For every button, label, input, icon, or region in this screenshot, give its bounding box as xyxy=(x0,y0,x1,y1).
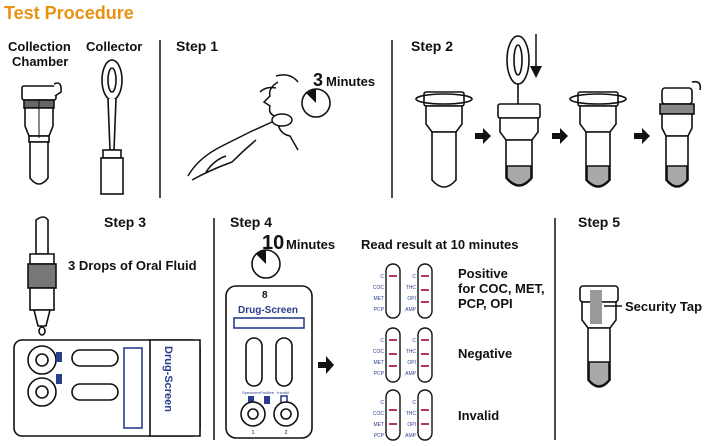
step1-minutes-word: Minutes xyxy=(326,74,376,89)
strip-label-right: OPI xyxy=(407,360,416,366)
step4-cassette-brand: Drug-Screen xyxy=(238,305,299,316)
step3-drops-label: 3 Drops of Oral Fluid xyxy=(68,258,197,273)
read-result-label: Read result at 10 minutes xyxy=(361,237,519,252)
strip-label-right: THC xyxy=(406,411,417,417)
strip-label-right: C xyxy=(412,274,416,280)
positive-label-line2: for COC, MET, xyxy=(458,281,545,296)
strip-label-right: AMP xyxy=(405,371,417,377)
step4-minutes-word: Minutes xyxy=(286,237,336,252)
strip-label-right: THC xyxy=(406,349,417,355)
timer-3-minutes-icon xyxy=(301,88,331,118)
step2-insert-collector-illustration xyxy=(497,35,541,187)
step5-label: Step 5 xyxy=(578,214,621,230)
strip-label-right: C xyxy=(412,338,416,344)
step4-cassette-logo: 8 xyxy=(262,290,268,301)
step3-cassette-illustration xyxy=(13,339,201,437)
step2-twist-open-illustration xyxy=(415,91,473,188)
step1-label: Step 1 xyxy=(176,38,219,54)
strip-label-left: MET xyxy=(373,296,384,302)
security-tap-label: Security Tap xyxy=(625,299,703,314)
strip-label-left: COC xyxy=(373,411,385,417)
collector-label: Collector xyxy=(86,39,143,54)
window-label: Invalid xyxy=(277,390,289,395)
strip-label-left: C xyxy=(380,338,384,344)
positive-label-line1: Positive xyxy=(458,266,508,281)
strip-label-left: MET xyxy=(373,422,384,428)
strip-label-right: AMP xyxy=(405,307,417,313)
strip-label-right: THC xyxy=(406,285,417,291)
step3-label: Step 3 xyxy=(104,214,147,230)
page-title: Test Procedure xyxy=(4,3,134,23)
step3-dropper-illustration xyxy=(27,216,57,336)
step2-arrows xyxy=(475,128,650,144)
step4-arrow xyxy=(318,356,334,374)
step4-label: Step 4 xyxy=(230,214,273,230)
positive-label-line3: PCP, OPI xyxy=(458,296,513,311)
collection-chamber-illustration xyxy=(21,82,62,185)
strip-label-left: PCP xyxy=(374,371,385,377)
strip-label-left: COC xyxy=(373,349,385,355)
result-strips-positive xyxy=(385,263,433,319)
step5-sealed-chamber-illustration xyxy=(579,285,619,388)
strip-label-left: C xyxy=(380,400,384,406)
step2-label: Step 2 xyxy=(411,38,454,54)
result-strips-negative xyxy=(385,327,433,383)
window-label: Specimen xyxy=(242,390,260,395)
strip-label-left: COC xyxy=(373,285,385,291)
strip-label-right: AMP xyxy=(405,433,417,439)
panel-dividers xyxy=(159,40,556,440)
collector-illustration xyxy=(100,59,124,195)
strip-label-left: PCP xyxy=(374,307,385,313)
step3-cassette-brand: Drug-Screen xyxy=(162,346,174,413)
strip-label-right: OPI xyxy=(407,422,416,428)
collection-chamber-label-line2: Chamber xyxy=(12,54,69,69)
well-label: 1 xyxy=(252,430,255,436)
invalid-label: Invalid xyxy=(458,408,500,423)
step4-minutes-number: 10 xyxy=(262,232,285,254)
strip-label-right: C xyxy=(412,400,416,406)
strip-labels: C COC MET PCP C THC OPI AMP C COC MET PCP C THC OPI AMP… xyxy=(242,274,417,439)
timer-10-minutes-icon xyxy=(251,249,281,279)
strip-label-left: MET xyxy=(373,360,384,366)
collection-chamber-label-line1: Collection xyxy=(8,39,71,54)
well-label: 2 xyxy=(285,430,288,436)
negative-label: Negative xyxy=(458,346,513,361)
strip-label-left: PCP xyxy=(374,433,385,439)
step2-cap-closed-illustration xyxy=(659,80,702,188)
step2-twist-close-illustration xyxy=(569,91,627,188)
strip-label-left: C xyxy=(380,274,384,280)
step1-minutes-number: 3 xyxy=(313,70,324,90)
window-label: Positive xyxy=(260,390,275,395)
strip-label-right: OPI xyxy=(407,296,416,302)
result-strips-invalid xyxy=(385,389,433,441)
step1-oral-swab-illustration xyxy=(187,74,299,181)
step4-cassette-illustration xyxy=(225,285,313,439)
